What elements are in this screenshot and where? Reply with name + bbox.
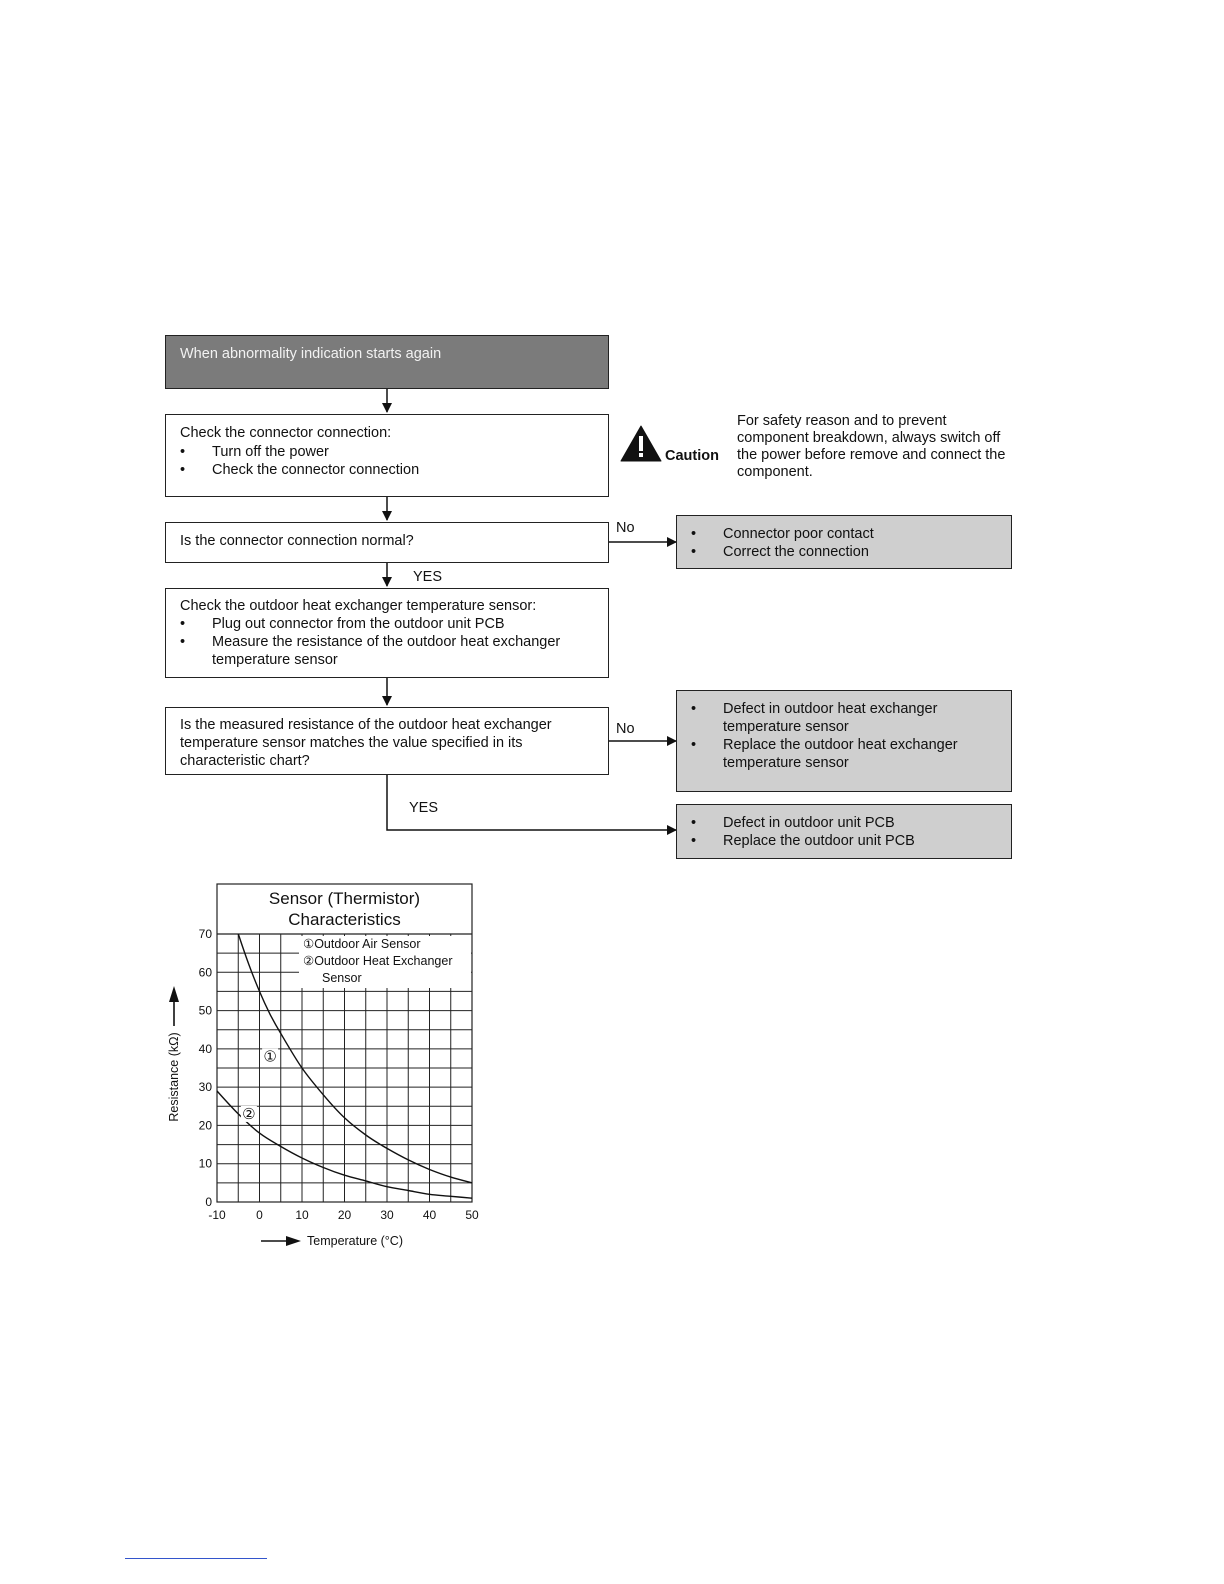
step-check-sensor: Check the outdoor heat exchanger tempera… (165, 588, 609, 678)
legend-entry: ①Outdoor Air Sensor (303, 937, 421, 951)
y-tick-label: 60 (199, 965, 213, 979)
list-item: Connector poor contact (691, 525, 997, 543)
decision-resistance-match: Is the measured resistance of the outdoo… (165, 707, 609, 775)
x-axis-arrow-icon (286, 1236, 301, 1246)
y-axis-arrow-icon (169, 986, 179, 1002)
decision-resistance-match-text: Is the measured resistance of the outdoo… (180, 717, 552, 769)
caution-label: Caution (665, 448, 719, 464)
y-tick-label: 40 (199, 1042, 213, 1056)
legend-entry: ②Outdoor Heat Exchanger (303, 954, 452, 968)
start-text: When abnormality indication starts again (180, 346, 442, 362)
decision-connector-normal: Is the connector connection normal? (165, 522, 609, 563)
q1-yes-label: YES (413, 569, 443, 585)
q2-yes-label: YES (409, 800, 439, 816)
footer-divider (125, 1558, 267, 1559)
result-defect-sensor: Defect in outdoor heat exchanger tempera… (676, 690, 1012, 792)
list-item: Replace the outdoor unit PCB (691, 832, 997, 850)
list-item: Defect in outdoor unit PCB (691, 814, 997, 832)
result-connector-contact: Connector poor contact Correct the conne… (676, 515, 1012, 569)
chart-title-line: Sensor (Thermistor) (269, 889, 420, 908)
list-item: Replace the outdoor heat exchanger tempe… (691, 736, 997, 772)
x-tick-label: 50 (465, 1208, 479, 1222)
x-tick-label: -10 (208, 1208, 226, 1222)
x-tick-label: 20 (338, 1208, 352, 1222)
warning-icon (620, 425, 662, 462)
step-check-connector: Check the connector connection: Turn off… (165, 414, 609, 497)
legend-background (299, 936, 471, 988)
start-box: When abnormality indication starts again (165, 335, 609, 389)
list-item: Check the connector connection (180, 461, 594, 479)
y-tick-label: 10 (199, 1157, 213, 1171)
arrow-q2-yes (386, 775, 677, 835)
chart-title-line: Characteristics (288, 910, 400, 929)
y-tick-label: 50 (199, 1004, 213, 1018)
y-tick-label: 30 (199, 1080, 213, 1094)
list-item: Defect in outdoor heat exchanger tempera… (691, 700, 997, 736)
step-check-connector-title: Check the connector connection: (180, 425, 392, 441)
series-marker-label: ② (242, 1105, 255, 1123)
series-marker-background (262, 1048, 279, 1065)
y-tick-label: 0 (205, 1195, 212, 1209)
y-tick-label: 70 (199, 927, 213, 941)
q2-no-label: No (616, 721, 635, 737)
x-axis-label: Temperature (°C) (307, 1234, 403, 1248)
x-tick-label: 40 (423, 1208, 437, 1222)
x-tick-label: 10 (295, 1208, 309, 1222)
decision-connector-normal-text: Is the connector connection normal? (180, 533, 414, 549)
caution-text: For safety reason and to prevent compone… (737, 413, 1006, 480)
list-item: Correct the connection (691, 543, 997, 561)
q1-no-label: No (616, 520, 635, 536)
series-line-2 (216, 1090, 473, 1199)
series-marker-label: ① (263, 1048, 276, 1066)
step-check-sensor-title: Check the outdoor heat exchanger tempera… (180, 598, 537, 614)
legend-entry: Sensor (322, 971, 362, 985)
x-tick-label: 0 (256, 1208, 263, 1222)
list-item: Plug out connector from the outdoor unit… (180, 615, 594, 633)
list-item: Measure the resistance of the outdoor he… (180, 633, 594, 669)
y-axis-label: Resistance (kΩ) (167, 1032, 181, 1121)
series-line-1 (237, 933, 473, 1184)
series-marker-background (240, 1105, 257, 1122)
x-tick-label: 30 (380, 1208, 394, 1222)
y-tick-label: 20 (199, 1118, 213, 1132)
list-item: Turn off the power (180, 443, 594, 461)
result-defect-pcb: Defect in outdoor unit PCB Replace the o… (676, 804, 1012, 859)
